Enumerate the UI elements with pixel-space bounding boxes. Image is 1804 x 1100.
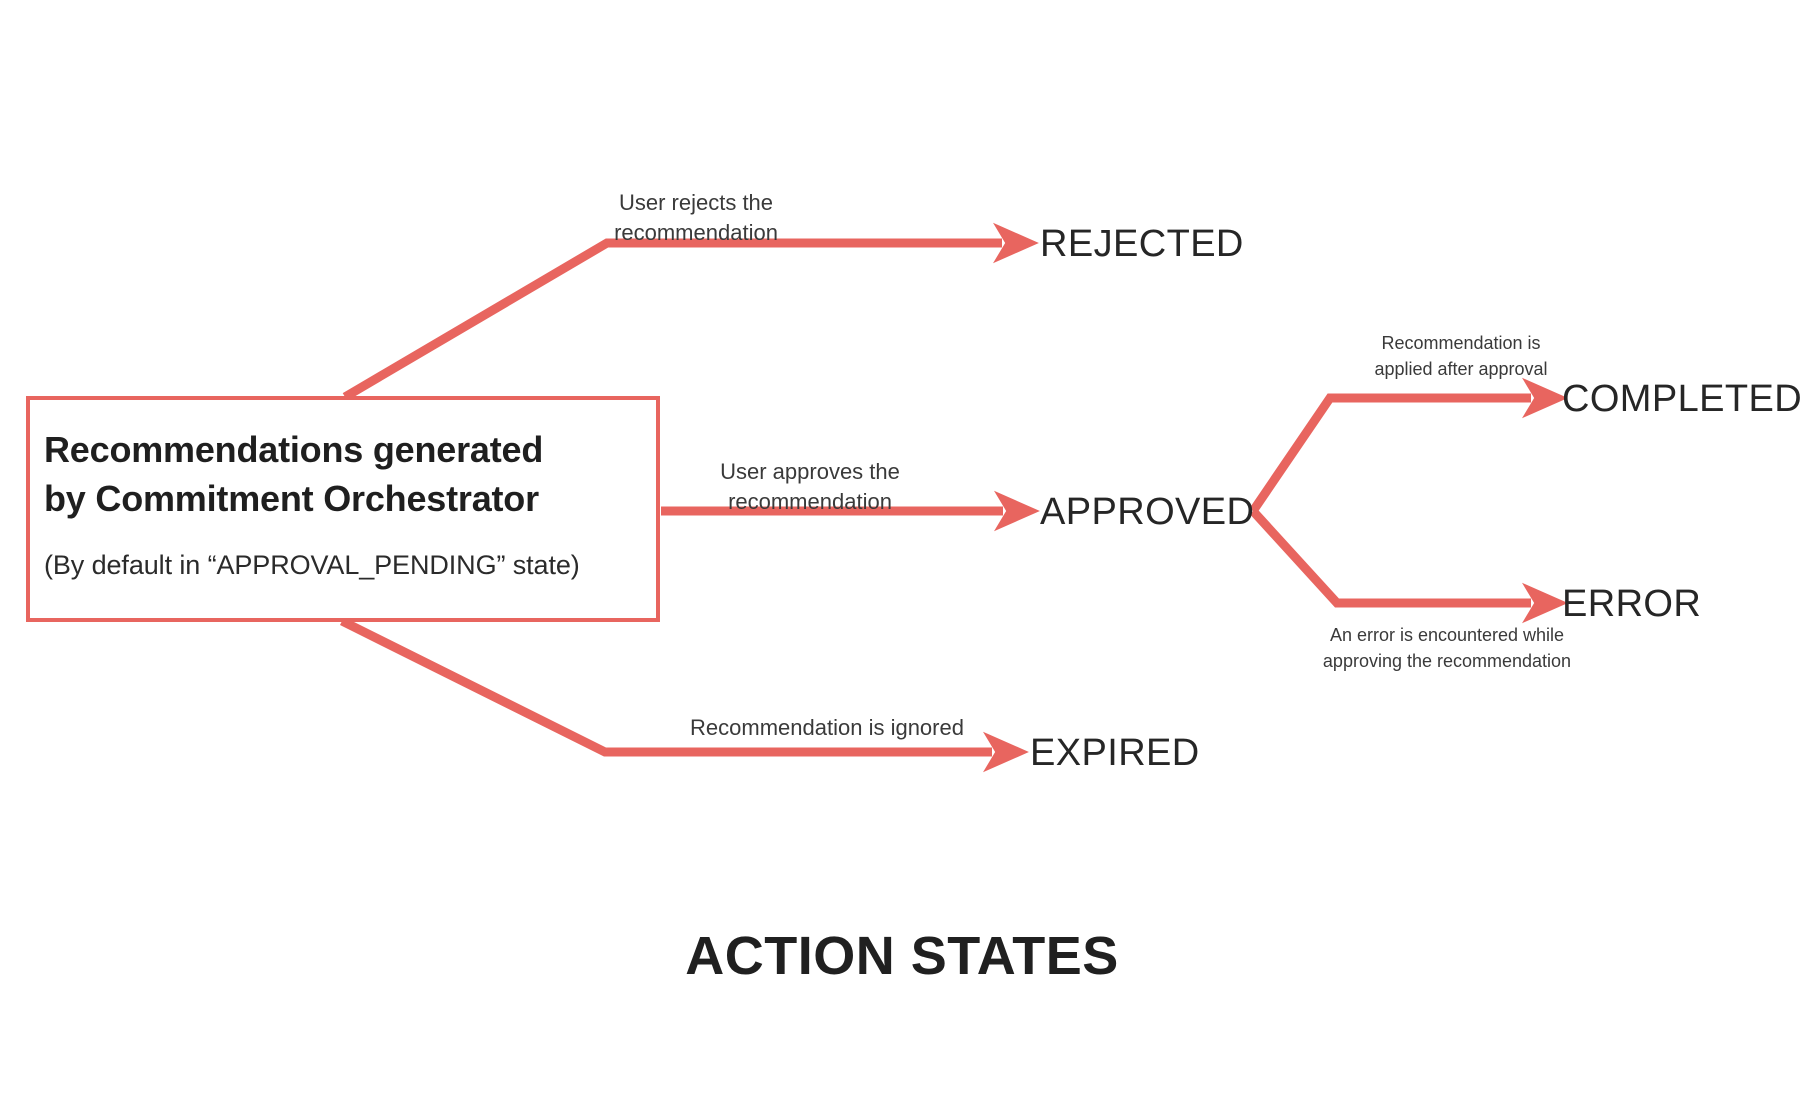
source-node-title-line2: by Commitment Orchestrator — [44, 477, 539, 519]
edge-to-error — [1249, 507, 1568, 624]
caption-to-approved: User approves the recommendation — [720, 459, 900, 514]
edge-to-completed — [1249, 377, 1568, 514]
caption-to-rejected: User rejects the recommendation — [614, 190, 778, 245]
state-rejected: REJECTED — [1040, 223, 1244, 265]
caption-to-completed: Recommendation is applied after approval — [1374, 333, 1548, 379]
source-node-subtitle: (By default in “APPROVAL_PENDING” state) — [44, 549, 580, 580]
state-error: ERROR — [1562, 583, 1702, 625]
caption-to-error: An error is encountered while approving … — [1322, 625, 1572, 671]
caption-to-expired: Recommendation is ignored — [690, 715, 964, 740]
state-approved: APPROVED — [1040, 491, 1255, 533]
source-node: Recommendations generated by Commitment … — [26, 396, 660, 622]
diagram-title: ACTION STATES — [685, 926, 1119, 986]
source-node-title: Recommendations generated by Commitment … — [44, 426, 642, 524]
edge-to-rejected — [342, 222, 1039, 401]
source-node-title-line1: Recommendations generated — [44, 429, 544, 470]
state-expired: EXPIRED — [1030, 732, 1200, 774]
state-completed: COMPLETED — [1562, 378, 1803, 420]
